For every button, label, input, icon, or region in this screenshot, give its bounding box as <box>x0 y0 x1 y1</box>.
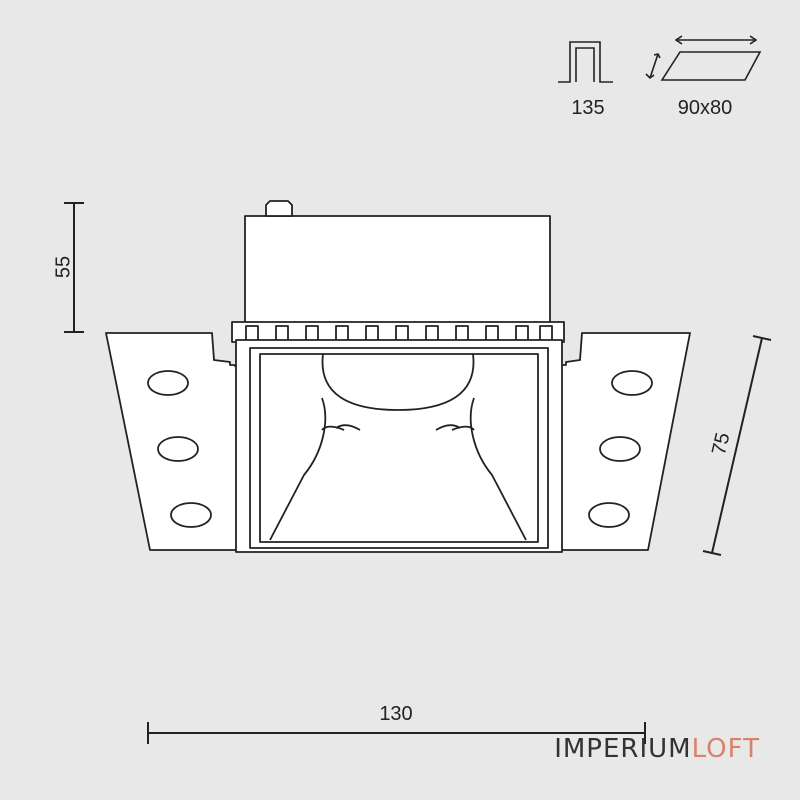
width-dimension-line <box>147 722 646 744</box>
cutout-size-label: 90x80 <box>678 97 733 119</box>
heatsink-fins <box>231 321 565 343</box>
left-hole-1 <box>147 370 189 396</box>
reflector-opening <box>259 353 539 543</box>
width-dimension-label: 130 <box>379 703 412 725</box>
depth-dimension-line <box>702 335 772 556</box>
right-hole-1 <box>611 370 653 396</box>
brand-logo: IMPERIUMLOFT <box>554 734 760 764</box>
brand-part-imperium: IMPERIUM <box>554 734 692 764</box>
height-dimension-line <box>64 202 84 333</box>
reflector <box>269 353 527 541</box>
left-hole-3 <box>170 502 212 528</box>
left-hole-2 <box>157 436 199 462</box>
cutout-depth-icon <box>558 41 613 83</box>
driver-housing <box>244 215 551 327</box>
fixture-drawing <box>105 200 691 553</box>
brand-part-loft: LOFT <box>691 734 760 764</box>
cutout-depth-label: 135 <box>571 97 604 119</box>
connector-tab <box>265 200 293 217</box>
right-hole-2 <box>599 436 641 462</box>
height-dimension-label: 55 <box>52 256 74 278</box>
right-hole-3 <box>588 502 630 528</box>
cutout-size-icon <box>645 35 762 81</box>
depth-dimension-label: 75 <box>708 431 734 458</box>
